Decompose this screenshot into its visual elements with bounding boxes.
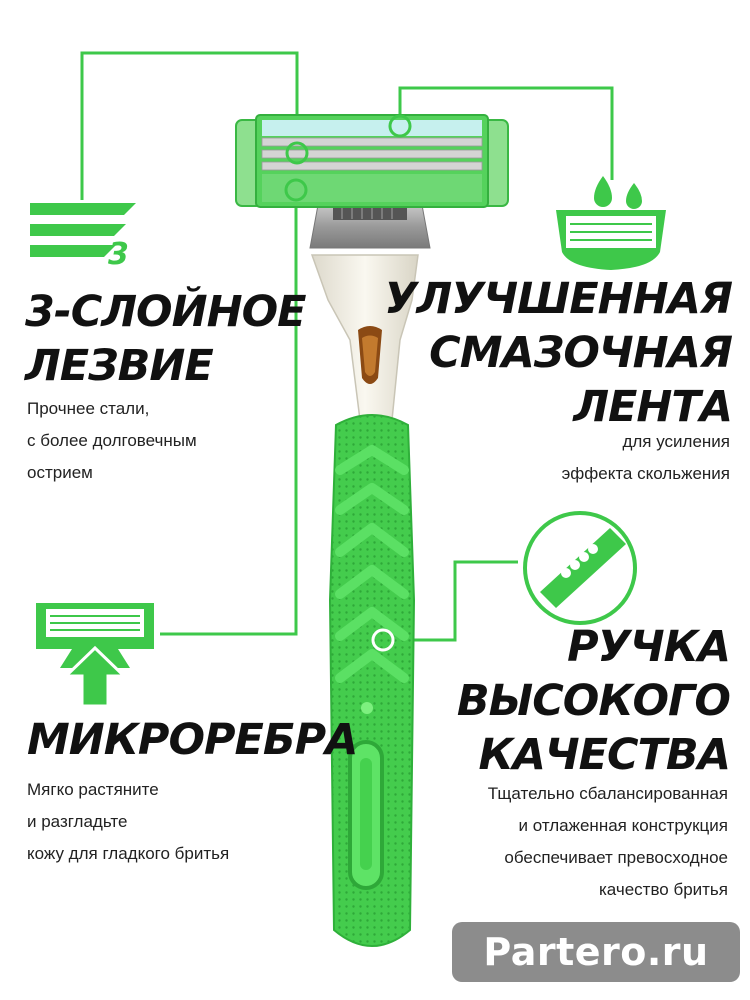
title-line: КАЧЕСТВА <box>478 730 732 780</box>
microfins-title: МИКРОРЕБРА <box>27 713 358 767</box>
title-line: ЛЕНТА <box>573 382 733 432</box>
title-line: УЛУЧШЕННАЯ <box>384 274 733 324</box>
desc-line: Прочнее стали, <box>27 399 150 418</box>
desc-line: Мягко растяните <box>27 780 159 799</box>
three-layer-blade-icon <box>30 203 136 257</box>
desc-line: обеспечивает превосходное <box>504 848 728 867</box>
razor-cartridge <box>235 114 509 249</box>
desc-line: эффекта скольжения <box>561 464 730 483</box>
title-line: РУЧКА <box>567 622 731 672</box>
title-line: ЛЕЗВИЕ <box>25 341 214 391</box>
desc-line: для усиления <box>622 432 730 451</box>
desc-line: с более долговечным <box>27 431 197 450</box>
title-line: ВЫСОКОГО <box>456 676 731 726</box>
strip-description: для усиления эффекта скольжения <box>562 426 730 490</box>
desc-line: качество бритья <box>598 880 728 899</box>
desc-line: и разгладьте <box>27 812 128 831</box>
lubricating-strip-icon <box>556 176 666 270</box>
connector-lines <box>80 51 614 642</box>
desc-line: Тщательно сбалансированная <box>487 784 728 803</box>
blade-title: 3-СЛОЙНОЕ ЛЕЗВИЕ <box>25 285 306 393</box>
watermark: Partero.ru <box>452 922 740 982</box>
blade-icon-number: 3 <box>108 237 129 272</box>
title-line: 3-СЛОЙНОЕ <box>25 287 306 337</box>
strip-title: УЛУЧШЕННАЯ СМАЗОЧНАЯ ЛЕНТА <box>384 272 733 434</box>
handle-description: Тщательно сбалансированная и отлаженная … <box>488 778 728 906</box>
title-line: МИКРОРЕБРА <box>27 715 358 765</box>
desc-line: острием <box>27 463 93 482</box>
microfins-description: Мягко растяните и разгладьте кожу для гл… <box>27 774 229 870</box>
handle-title: РУЧКА ВЫСОКОГО КАЧЕСТВА <box>456 620 732 782</box>
microfins-icon <box>36 603 154 708</box>
handle-icon <box>523 511 637 625</box>
title-line: СМАЗОЧНАЯ <box>429 328 733 378</box>
desc-line: и отлаженная конструкция <box>518 816 728 835</box>
blade-description: Прочнее стали, с более долговечным остри… <box>27 393 197 489</box>
desc-line: кожу для гладкого бритья <box>27 844 230 863</box>
razor-handle <box>310 254 419 947</box>
